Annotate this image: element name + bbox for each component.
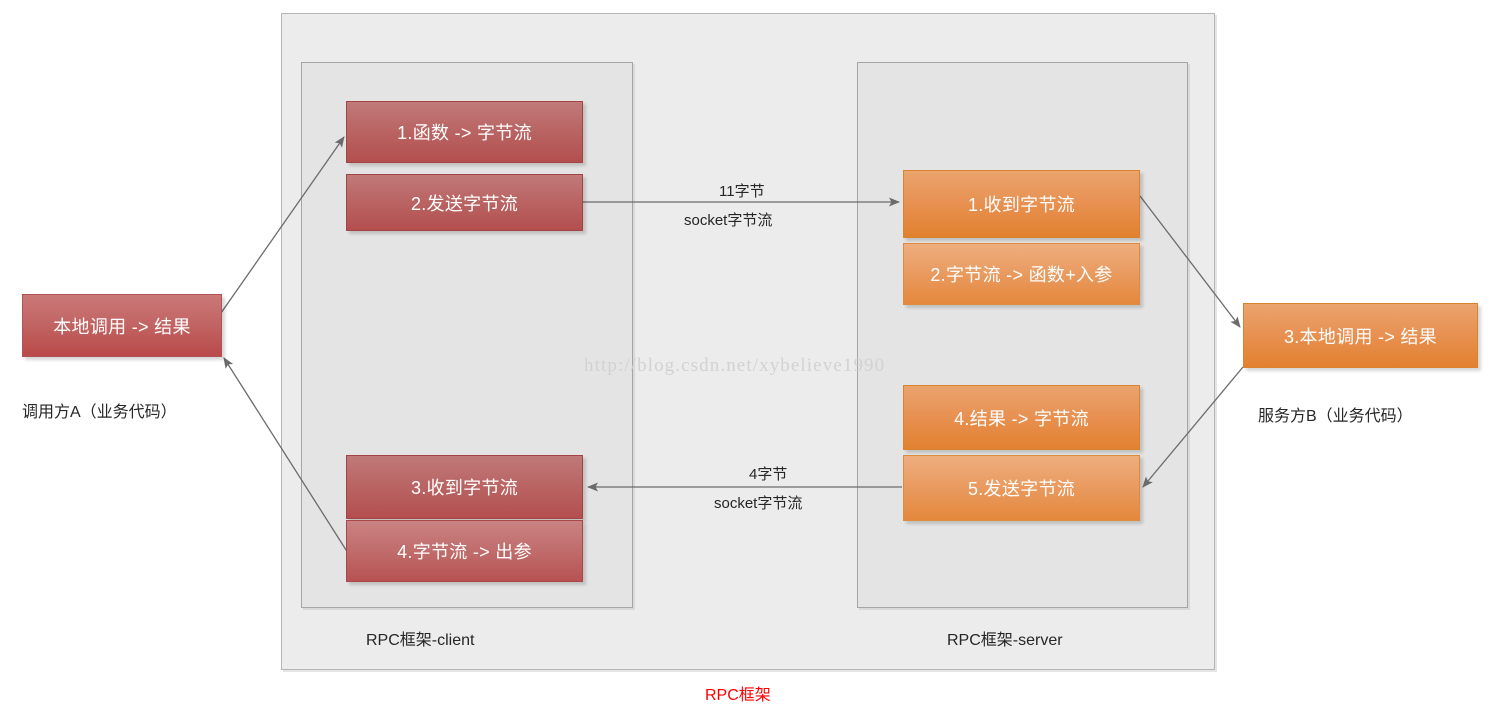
server-step-1-box[interactable]: 1.收到字节流 (903, 170, 1140, 238)
client-step-4-box[interactable]: 4.字节流 -> 出参 (346, 520, 583, 582)
response-bytes-label: 4字节 (749, 466, 788, 483)
service-label: 服务方B（业务代码） (1258, 408, 1413, 425)
diagram-title: RPC框架 (705, 687, 771, 704)
service-local-invoke-box[interactable]: 3.本地调用 -> 结果 (1243, 303, 1478, 368)
rpc-server-frame (857, 62, 1188, 608)
request-stream-label: socket字节流 (684, 212, 773, 229)
client-step-2-box[interactable]: 2.发送字节流 (346, 174, 583, 231)
caller-label: 调用方A（业务代码） (22, 404, 177, 421)
client-step-3-box[interactable]: 3.收到字节流 (346, 455, 583, 519)
response-stream-label: socket字节流 (714, 495, 803, 512)
server-step-4-box[interactable]: 4.结果 -> 字节流 (903, 385, 1140, 450)
server-step-5-box[interactable]: 5.发送字节流 (903, 455, 1140, 521)
caller-local-invoke-box[interactable]: 本地调用 -> 结果 (22, 294, 222, 357)
request-bytes-label: 11字节 (719, 183, 765, 200)
server-step-2-box[interactable]: 2.字节流 -> 函数+入参 (903, 243, 1140, 305)
client-frame-label: RPC框架-client (366, 632, 475, 649)
server-frame-label: RPC框架-server (947, 632, 1063, 649)
client-step-1-box[interactable]: 1.函数 -> 字节流 (346, 101, 583, 163)
